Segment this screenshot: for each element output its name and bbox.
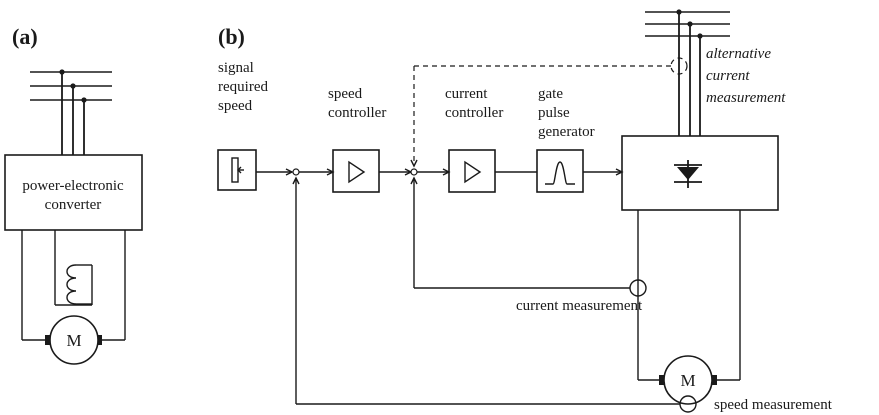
speed-measurement-label: speed measurement bbox=[714, 397, 833, 413]
signal-label-1: signal bbox=[218, 60, 254, 76]
thyristor-icon bbox=[674, 160, 702, 188]
current-controller-box bbox=[448, 149, 496, 193]
panel-b-motor bbox=[663, 355, 713, 405]
panel-a-tag: (a) bbox=[12, 24, 38, 49]
alt-measurement-label-1: alternative bbox=[706, 46, 771, 62]
alt-measurement-dashed-path bbox=[410, 65, 671, 168]
panel-b-supply-lines bbox=[645, 9, 730, 136]
alt-measurement-label-2: current bbox=[706, 68, 750, 84]
speed-measurement-feedback bbox=[292, 176, 697, 413]
gate-pulse-generator-box bbox=[536, 149, 584, 193]
gate-label-2: pulse bbox=[538, 105, 570, 121]
panel-b-tag: (b) bbox=[218, 24, 245, 49]
forward-signal-path bbox=[256, 168, 624, 176]
panel-a-motor bbox=[49, 315, 99, 365]
gate-pulse-icon bbox=[545, 161, 575, 185]
panel-a-converter-box bbox=[4, 154, 143, 231]
gate-label-3: generator bbox=[538, 124, 595, 140]
signal-label-2: required bbox=[218, 79, 268, 95]
current-controller-amp-icon bbox=[464, 160, 482, 184]
setpoint-potentiometer bbox=[217, 149, 257, 191]
speed-controller-label-2: controller bbox=[328, 105, 386, 121]
current-controller-label-2: controller bbox=[445, 105, 503, 121]
armature-wiring bbox=[637, 210, 741, 385]
panel-a-motor-label: M bbox=[66, 331, 81, 350]
alt-measurement-label-3: measurement bbox=[706, 90, 786, 106]
panel-a-converter-label-1: power-electronic bbox=[22, 178, 124, 194]
panel-b-motor-label: M bbox=[680, 371, 695, 390]
current-measurement-label: current measurement bbox=[516, 298, 643, 314]
current-measurement-feedback bbox=[410, 176, 647, 297]
panel-a-supply-lines bbox=[30, 69, 112, 155]
converter-box bbox=[621, 135, 779, 211]
gate-label-1: gate bbox=[538, 86, 563, 102]
alt-measurement-sensor bbox=[670, 57, 688, 75]
speed-controller-label-1: speed bbox=[328, 86, 363, 102]
speed-controller-box bbox=[332, 149, 380, 193]
panel-a-converter-label-2: converter bbox=[45, 197, 102, 213]
panel-a-field-winding bbox=[54, 230, 93, 306]
current-controller-label-1: current bbox=[445, 86, 488, 102]
signal-label-3: speed bbox=[218, 98, 253, 114]
speed-controller-amp-icon bbox=[348, 160, 366, 184]
panel-a-armature-wiring bbox=[21, 230, 126, 345]
